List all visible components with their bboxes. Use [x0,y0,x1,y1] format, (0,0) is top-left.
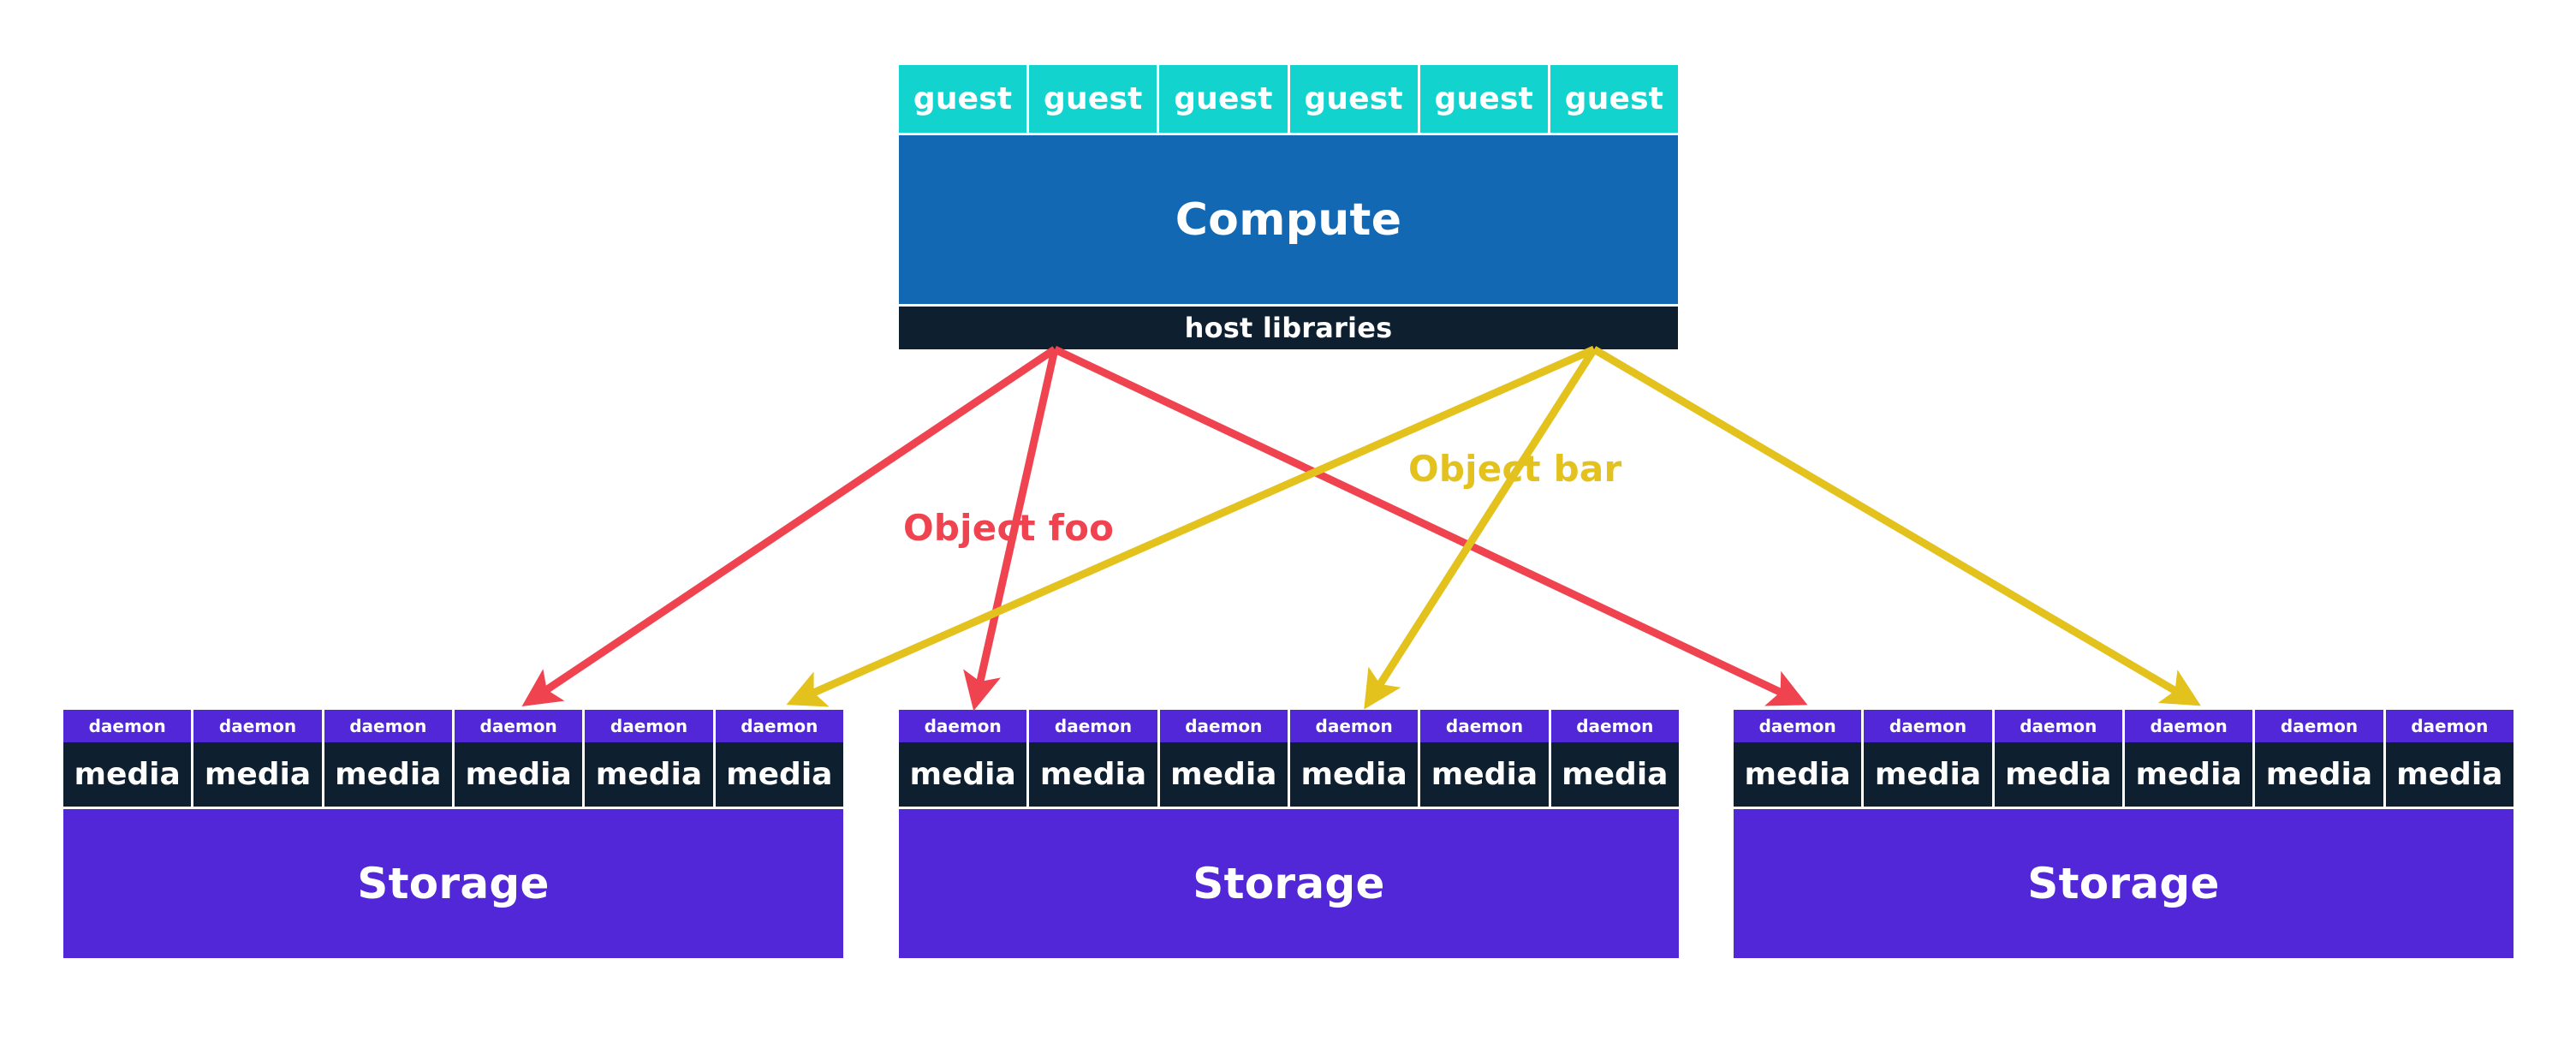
arrow-object-bar-to-node3 [1591,346,2201,706]
object-bar-label: Object bar [1408,448,1622,490]
storage-node-2: daemon daemon daemon daemon daemon daemo… [899,710,1679,958]
media-cell[interactable]: media [324,742,455,807]
daemon-cell[interactable]: daemon [324,710,455,742]
daemon-cell[interactable]: daemon [193,710,324,742]
guest-row: guest guest guest guest guest guest [899,65,1679,133]
media-cell[interactable]: media [1864,742,1995,807]
object-foo-label: Object foo [903,507,1115,549]
media-cell[interactable]: media [454,742,586,807]
daemon-cell[interactable]: daemon [1289,710,1421,742]
guest-cell[interactable]: guest [899,65,1030,133]
daemon-cell[interactable]: daemon [1994,710,2125,742]
arrow-object-foo-to-node3 [1053,345,1808,706]
daemon-cell[interactable]: daemon [585,710,716,742]
media-row: media media media media media media [1734,742,2514,807]
compute-band[interactable]: Compute [899,133,1678,304]
daemon-cell[interactable]: daemon [1550,710,1679,742]
storage-band[interactable]: Storage [1734,807,2514,958]
daemon-row: daemon daemon daemon daemon daemon daemo… [63,710,843,742]
daemon-cell[interactable]: daemon [63,710,194,742]
media-row: media media media media media media [899,742,1679,807]
media-cell[interactable]: media [585,742,716,807]
guest-cell[interactable]: guest [1419,65,1550,133]
media-cell[interactable]: media [2385,742,2514,807]
storage-node-3: daemon daemon daemon daemon daemon daemo… [1734,710,2514,958]
compute-node: guest guest guest guest guest guest Comp… [899,65,1679,349]
media-cell[interactable]: media [1550,742,1679,807]
storage-band[interactable]: Storage [899,807,1679,958]
daemon-row: daemon daemon daemon daemon daemon daemo… [1734,710,2514,742]
media-cell[interactable]: media [1289,742,1421,807]
daemon-cell[interactable]: daemon [1734,710,1865,742]
guest-cell[interactable]: guest [1289,65,1420,133]
media-cell[interactable]: media [193,742,324,807]
arrow-object-bar-to-node2 [1364,347,1597,710]
media-cell[interactable]: media [1029,742,1160,807]
daemon-row: daemon daemon daemon daemon daemon daemo… [899,710,1679,742]
media-cell[interactable]: media [2255,742,2386,807]
daemon-cell[interactable]: daemon [2124,710,2256,742]
storage-node-1: daemon daemon daemon daemon daemon daemo… [63,710,843,958]
guest-cell[interactable]: guest [1159,65,1290,133]
daemon-cell[interactable]: daemon [454,710,586,742]
media-cell[interactable]: media [899,742,1030,807]
media-cell[interactable]: media [63,742,194,807]
daemon-cell[interactable]: daemon [1029,710,1160,742]
media-cell[interactable]: media [1420,742,1551,807]
media-cell[interactable]: media [715,742,843,807]
host-libraries-band[interactable]: host libraries [899,304,1678,349]
media-cell[interactable]: media [1994,742,2125,807]
daemon-cell[interactable]: daemon [2255,710,2386,742]
guest-cell[interactable]: guest [1550,65,1679,133]
daemon-cell[interactable]: daemon [1159,710,1290,742]
daemon-cell[interactable]: daemon [715,710,843,742]
media-cell[interactable]: media [1159,742,1290,807]
storage-band[interactable]: Storage [63,807,843,958]
media-row: media media media media media media [63,742,843,807]
daemon-cell[interactable]: daemon [1864,710,1995,742]
media-cell[interactable]: media [1734,742,1865,807]
daemon-cell[interactable]: daemon [899,710,1030,742]
media-cell[interactable]: media [2124,742,2256,807]
daemon-cell[interactable]: daemon [1420,710,1551,742]
guest-cell[interactable]: guest [1029,65,1160,133]
daemon-cell[interactable]: daemon [2385,710,2514,742]
